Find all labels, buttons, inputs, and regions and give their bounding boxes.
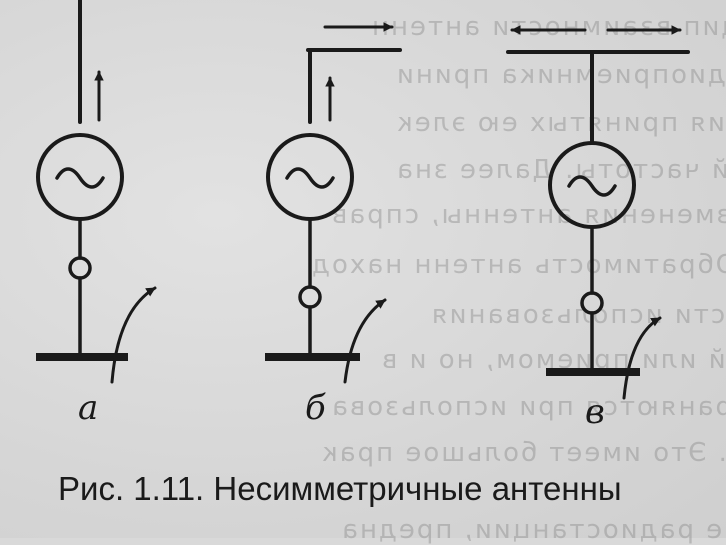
panel-c-sine-symbol — [567, 175, 617, 197]
panel-b-ground-current-arrow — [343, 298, 387, 384]
panel-c-terminal — [580, 291, 604, 315]
panel-b-sine-symbol — [285, 167, 335, 189]
panel-c-label: в — [585, 392, 605, 432]
panel-c-antenna — [506, 25, 690, 400]
panel-b-label: б — [305, 388, 326, 428]
panel-b-terminal — [298, 285, 322, 309]
panel-a-antenna — [36, 0, 157, 384]
figure-caption: Рис. 1.11. Несимметричные антенны — [58, 470, 622, 507]
panel-c-ground-current-arrow — [622, 316, 662, 400]
panel-b-antenna — [265, 22, 402, 384]
panel-a-terminal — [68, 256, 92, 280]
panel-a-sine-symbol — [55, 167, 105, 189]
panel-a-ground-current-arrow — [110, 286, 157, 384]
panel-a-label: а — [78, 388, 99, 428]
